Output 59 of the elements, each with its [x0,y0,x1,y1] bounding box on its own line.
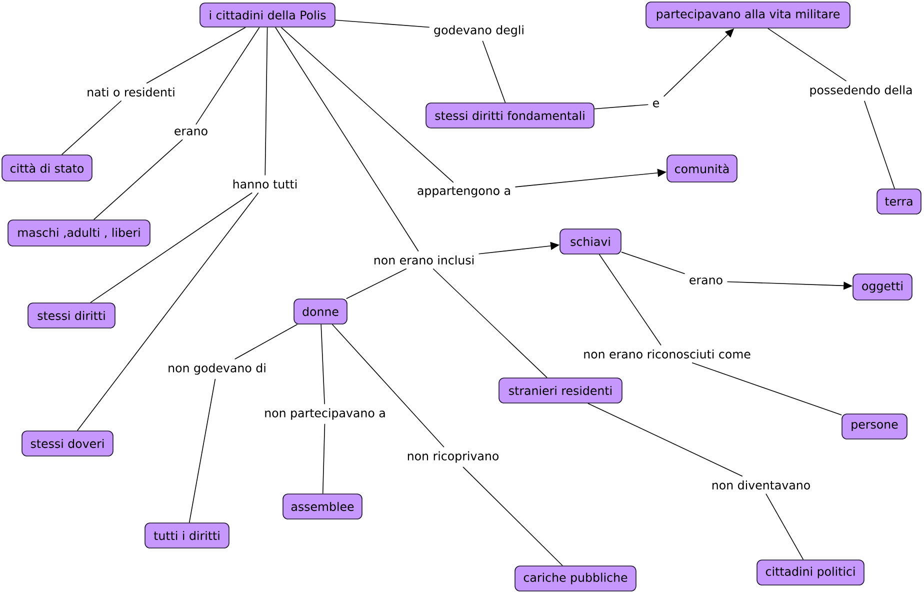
connector-line [462,466,563,566]
connector-line [61,100,122,155]
linking-phrase: e [653,100,659,108]
concept-box: donne [294,298,348,324]
concept-box: città di stato [2,154,92,182]
concept-box: assemblee [282,494,362,520]
connector-line [346,268,407,299]
concept-box: cariche pubbliche [514,566,636,592]
linking-phrase: non diventavano [712,480,810,490]
connector-line [196,27,260,125]
connector-line [621,252,686,274]
connector-line [432,268,548,378]
connector-line [264,27,268,176]
connector-line [335,20,430,28]
concept-box: cittadini politici [756,560,864,586]
linking-phrase: erano [690,278,722,284]
concept-box: terra [876,188,922,214]
connector-line [332,324,444,448]
linking-phrase: appartengono a [418,186,510,198]
concept-box: stranieri residenti [498,378,622,404]
linking-phrase: godevano degli [434,25,524,37]
linking-phrase: non godevano di [168,363,266,375]
connector-line [598,254,662,346]
linking-phrase: non erano inclusi [374,255,474,265]
concept-box: schiavi [560,228,622,254]
connector-line [146,27,246,84]
connector-line [90,192,253,303]
connector-line [275,27,419,252]
linking-phrase: hanno tutti [233,179,297,189]
linking-phrase: non partecipavano a [265,408,385,420]
linking-phrase: possedendo della [810,85,912,97]
connector-line [482,40,506,103]
connector-line [594,104,649,110]
connector-line [76,192,259,431]
connector-line [864,100,895,189]
concept-box: stessi diritti fondamentali [426,102,594,128]
linking-phrase: non ricoprivano [408,451,499,463]
concept-box: maschi ,adulti , liberi [8,220,150,246]
connector-line [320,324,325,404]
concept-box: persone [842,414,908,440]
connector-line [234,324,298,360]
connector-line [766,493,804,560]
linking-phrase: nati o residenti [88,87,174,97]
connector-line [768,28,847,82]
concept-box: partecipavano alla vita militare [646,2,850,28]
concept-box: stessi diritti [28,302,116,328]
connector-line [188,378,216,523]
concept-box: comunità [666,154,738,182]
connector-line [93,139,183,220]
connector-line [692,362,842,416]
connector-line [280,27,454,183]
concept-box: i cittadini della Polis [200,2,336,28]
connector-line [587,403,743,477]
connector-line [322,424,326,494]
concept-box: stessi doveri [22,430,114,456]
linking-phrase: erano [174,128,208,136]
linking-phrase: non erano riconosciuti come [584,349,750,359]
concept-box: tutti i diritti [144,522,230,548]
concept-box: oggetti [852,274,912,300]
